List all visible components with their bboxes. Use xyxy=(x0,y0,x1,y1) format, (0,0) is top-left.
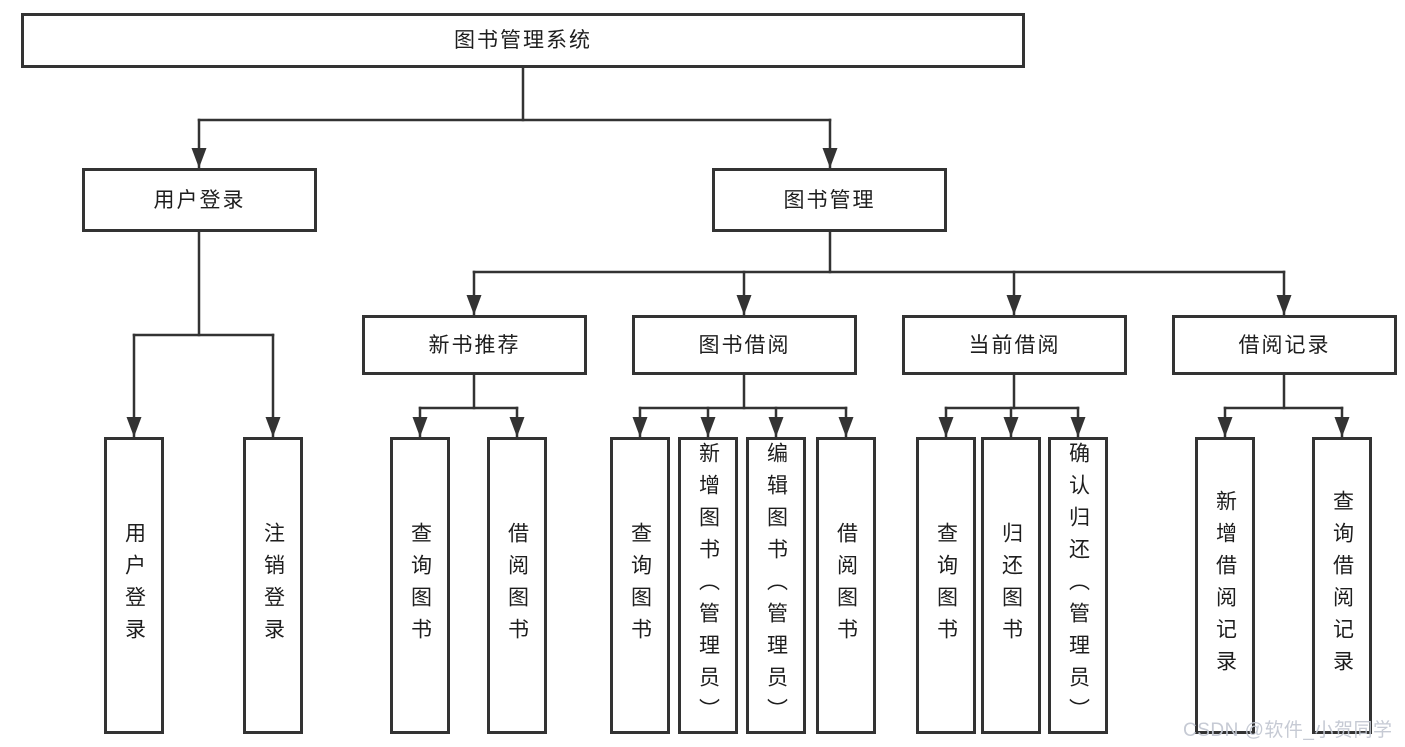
node-new-book-recommend: 新书推荐 xyxy=(362,315,587,375)
leaf-user-login: 用户登录 xyxy=(104,437,164,734)
node-library-system: 图书管理系统 xyxy=(21,13,1025,68)
leaf-query-books-recommend: 查询图书 xyxy=(390,437,450,734)
node-book-management: 图书管理 xyxy=(712,168,947,232)
leaf-query-books-recommend-label: 查询图书 xyxy=(408,521,432,650)
leaf-query-books-borrow-label: 查询图书 xyxy=(628,521,652,650)
leaf-add-book-admin-label: 新增图书（管理员） xyxy=(696,441,720,730)
node-current-borrow: 当前借阅 xyxy=(902,315,1127,375)
leaf-edit-book-admin: 编辑图书（管理员） xyxy=(746,437,806,734)
leaf-logout-label: 注销登录 xyxy=(261,521,285,650)
leaf-return-book: 归还图书 xyxy=(981,437,1041,734)
leaf-borrow-books-recommend-label: 借阅图书 xyxy=(505,521,529,650)
leaf-query-books-current: 查询图书 xyxy=(916,437,976,734)
leaf-user-login-label: 用户登录 xyxy=(122,521,146,650)
csdn-watermark: CSDN @软件_小贺同学 xyxy=(1183,720,1393,741)
leaf-return-book-label: 归还图书 xyxy=(999,521,1023,650)
leaf-confirm-return-admin-label: 确认归还（管理员） xyxy=(1066,441,1090,730)
leaf-borrow-books: 借阅图书 xyxy=(816,437,876,734)
leaf-logout: 注销登录 xyxy=(243,437,303,734)
leaf-query-books-current-label: 查询图书 xyxy=(934,521,958,650)
leaf-query-books-borrow: 查询图书 xyxy=(610,437,670,734)
leaf-add-borrow-record: 新增借阅记录 xyxy=(1195,437,1255,734)
node-user-login: 用户登录 xyxy=(82,168,317,232)
leaf-add-book-admin: 新增图书（管理员） xyxy=(678,437,738,734)
leaf-add-borrow-record-label: 新增借阅记录 xyxy=(1213,489,1237,682)
leaf-borrow-books-label: 借阅图书 xyxy=(834,521,858,650)
leaf-query-borrow-record-label: 查询借阅记录 xyxy=(1330,489,1354,682)
leaf-borrow-books-recommend: 借阅图书 xyxy=(487,437,547,734)
leaf-edit-book-admin-label: 编辑图书（管理员） xyxy=(764,441,788,730)
leaf-query-borrow-record: 查询借阅记录 xyxy=(1312,437,1372,734)
node-borrow-records: 借阅记录 xyxy=(1172,315,1397,375)
leaf-confirm-return-admin: 确认归还（管理员） xyxy=(1048,437,1108,734)
node-book-borrow: 图书借阅 xyxy=(632,315,857,375)
